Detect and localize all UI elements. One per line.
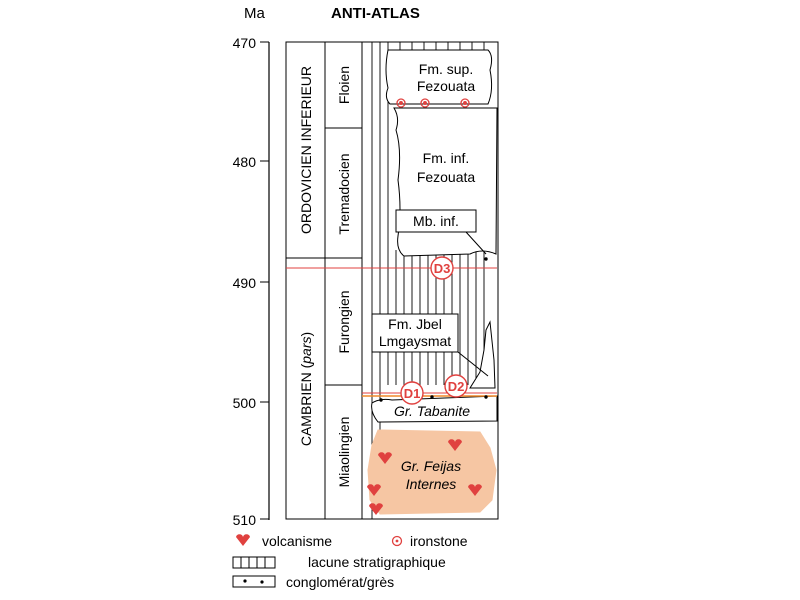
stage-furongien-label: Furongien [336,290,352,353]
d1-marker: D1 [400,381,424,405]
gr-feijas-line1: Gr. Feijas [401,458,461,474]
fm-sup-fezouata-line1: Fm. sup. [419,61,473,77]
tick-label-470: 470 [233,35,257,51]
volcanism-heart-icon [369,503,383,515]
gr-tabanite-label: Gr. Tabanite [394,403,470,419]
conglomerate-dot [484,395,488,399]
age-axis: 470 480 490 500 510 [233,35,270,528]
conglomerate-dot [430,395,434,399]
legend-ironstone-label: ironstone [410,533,468,549]
stage-floien-label: Floien [336,66,352,104]
period-ordovicien-label: ORDOVICIEN INFERIEUR [298,66,314,234]
legend-conglomerate-icon [232,575,276,588]
jbel-lmgaysmat-box [371,313,459,353]
chart-title: ANTI-ATLAS [331,5,420,22]
ironstone-markers [396,98,470,108]
jbel-leader [457,351,489,377]
gr-feijas-line2: Internes [406,476,457,492]
fm-sup-fezouata-line2: Fezouata [417,78,476,94]
fm-inf-fezouata-line2: Fezouata [417,169,476,185]
fm-jbel-line1: Fm. Jbel [388,316,442,332]
tick-label-500: 500 [233,395,257,411]
stage-tremadocien-label: Tremadocien [336,153,352,234]
mb-inf-label: Mb. inf. [413,213,459,229]
legend-conglomerat-label: conglomérat/grès [286,574,394,590]
column-frame [285,41,499,520]
fm-inf-fezouata-line1: Fm. inf. [423,150,470,166]
d1-label: D1 [404,386,421,401]
d3-label: D3 [434,261,451,276]
volcanism-heart-icon [468,484,482,496]
mb-inf-box [395,209,477,233]
tabanite-unit [371,395,498,423]
legend-ironstone-icon [391,535,403,547]
volcanic-markers [367,439,482,515]
volcanism-heart-icon [378,452,392,464]
period-cambrien-label: CAMBRIEN (pars) [298,332,314,446]
legend-volcanisme-label: volcanisme [262,533,332,549]
fm-jbel-line2: Lmgaysmat [379,333,451,349]
legend-volcanism-icon [236,534,250,546]
legend-gap-icon [232,556,276,569]
fezouata-upper-unit [385,49,493,105]
conglomerate-dot [379,398,383,402]
axis-unit-label: Ma [244,5,265,22]
tick-label-510: 510 [233,512,257,528]
volcanism-heart-icon [448,439,462,451]
legend-lacune-label: lacune stratigraphique [308,554,446,570]
tick-label-480: 480 [233,154,257,170]
d2-marker: D2 [444,374,468,398]
stage-miaolingien-label: Miaolingien [336,417,352,488]
d3-marker: D3 [430,256,454,280]
feijas-internes-unit [367,429,497,515]
conglomerate-dot [484,257,488,261]
legend: volcanisme ironstone lacune stratigraphi… [232,533,468,590]
mb-inf-leader [465,231,487,255]
volcanism-heart-icon [367,484,381,496]
d2-label: D2 [448,379,465,394]
jbel-lmgaysmat-tongue [469,320,496,389]
tick-label-490: 490 [233,275,257,291]
